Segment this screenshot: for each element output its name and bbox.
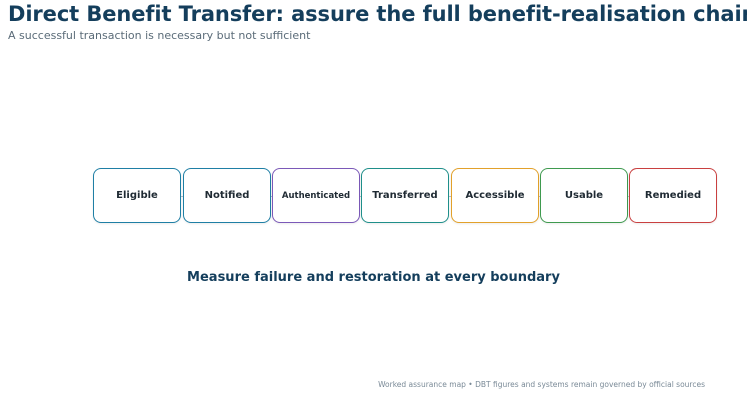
- key-message: Measure failure and restoration at every…: [187, 270, 560, 285]
- stage-label: Eligible: [116, 190, 158, 201]
- connector: [181, 196, 183, 197]
- page-title: Direct Benefit Transfer: assure the full…: [8, 2, 747, 26]
- stage-accessible: Accessible: [451, 168, 539, 223]
- stage-remedied: Remedied: [629, 168, 717, 223]
- stage-label: Usable: [564, 190, 604, 201]
- page-subtitle: A successful transaction is necessary bu…: [8, 29, 311, 42]
- stage-usable: Usable: [540, 168, 628, 223]
- stage-transferred: Transferred: [361, 168, 449, 223]
- stage-label: Notified: [204, 190, 250, 201]
- benefit-chain: Eligible Notified Authenticated Transfer…: [93, 168, 721, 226]
- stage-notified: Notified: [183, 168, 271, 223]
- stage-eligible: Eligible: [93, 168, 181, 223]
- stage-label: Transferred: [372, 190, 438, 201]
- stage-authenticated: Authenticated: [272, 168, 360, 223]
- stage-label: Accessible: [465, 190, 525, 201]
- connector: [449, 196, 451, 197]
- stage-label: Authenticated: [281, 190, 351, 201]
- stage-label: Remedied: [644, 190, 702, 201]
- footer-note: Worked assurance map • DBT figures and s…: [378, 380, 705, 389]
